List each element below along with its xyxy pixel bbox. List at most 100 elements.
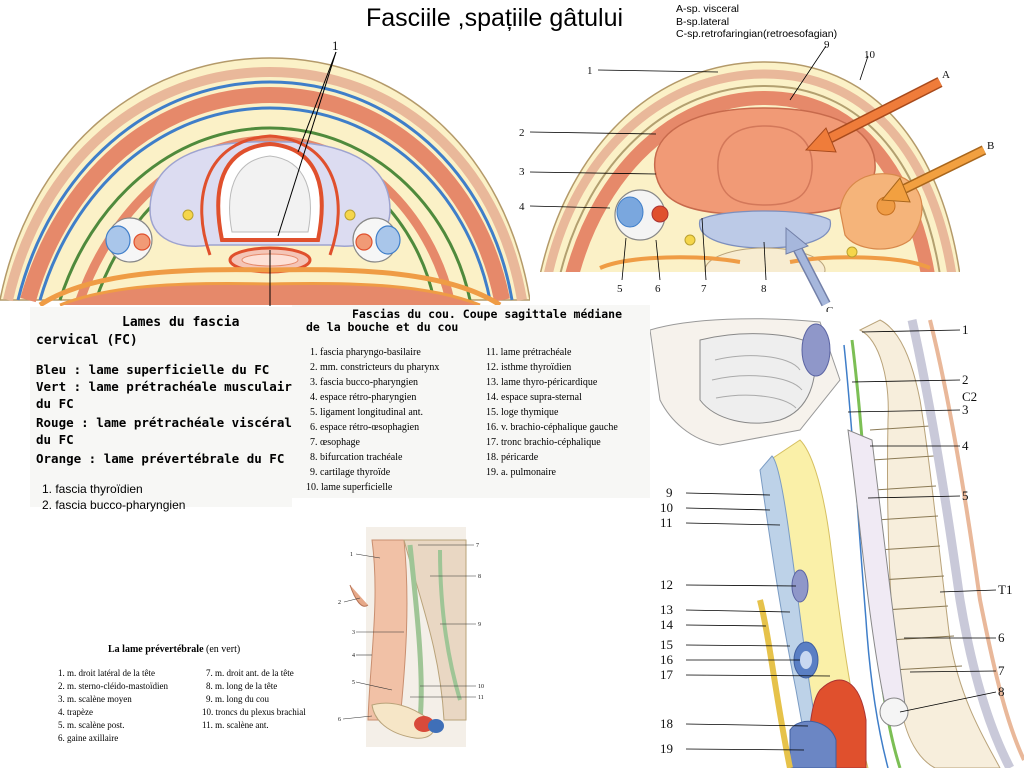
sagittal-legend-item: 8. bifurcation trachéale xyxy=(310,452,403,463)
spaces-label-10: 10 xyxy=(864,49,876,61)
spaces-label-8: 8 xyxy=(761,283,767,295)
sagittal-label-19: 19 xyxy=(660,741,673,756)
sagittal-legend-item: 18. péricarde xyxy=(486,452,539,463)
prevertebral-fig-label: 4 xyxy=(352,653,355,659)
prevertebral-legend-item: 10. troncs du plexus brachial xyxy=(202,707,306,717)
prevertebral-legend-title-bold: La lame prévertébrale xyxy=(108,644,204,655)
fascia-layers-legend: Lames du fascia cervical (FC) Bleu : lam… xyxy=(30,307,299,512)
prevertebral-fig-label: 9 xyxy=(478,622,481,628)
prevertebral-fig-label: 7 xyxy=(476,543,479,549)
sagittal-legend-item: 5. ligament longitudinal ant. xyxy=(310,407,424,418)
prevertebral-legend-item: 2. m. sterno-cléido-mastoïdien xyxy=(58,681,168,691)
spaces-label-2: 2 xyxy=(519,127,525,139)
sagittal-label-9: 9 xyxy=(666,485,673,500)
sagittal-legend-item: 9. cartilage thyroïde xyxy=(310,467,391,478)
sagittal-label-c2: C2 xyxy=(962,389,977,404)
sagittal-label-2: 2 xyxy=(962,372,969,387)
spaces-label-7: 7 xyxy=(701,283,707,295)
sagittal-label-t1: T1 xyxy=(998,582,1012,597)
prevertebral-legend-item: 9. m. long du cou xyxy=(206,694,269,704)
sagittal-legend-item: 3. fascia bucco-pharyngien xyxy=(310,377,419,388)
fascia-legend-line: Bleu : lame superficielle du FC xyxy=(36,362,270,377)
sagittal-legend-item: 4. espace rétro-pharyngien xyxy=(310,392,417,403)
spaces-label-3: 3 xyxy=(519,166,525,178)
fascia-legend-item: 1. fascia thyroïdien xyxy=(42,482,143,496)
sagittal-label-17: 17 xyxy=(660,667,674,682)
prevertebral-legend-item: 8. m. long de la tête xyxy=(206,681,278,691)
legend-item-lateral: B-sp.lateral xyxy=(676,15,730,28)
left-section-label-1: 1 xyxy=(332,38,339,53)
prevertebral-fig-label: 2 xyxy=(338,600,341,606)
spaces-label-4: 4 xyxy=(519,201,525,213)
fascia-legend-title-line2: cervical (FC) xyxy=(36,333,138,348)
sagittal-legend-item: 16. v. brachio-céphalique gauche xyxy=(486,422,618,433)
sagittal-label-13: 13 xyxy=(660,602,673,617)
arrow-retropharyngeal-space xyxy=(785,226,831,307)
sagittal-legend-title-line2: de la bouche et du cou xyxy=(306,320,459,334)
prevertebral-legend-title-rest: (en vert) xyxy=(203,644,241,655)
prevertebral-fig-label: 3 xyxy=(352,630,355,636)
sagittal-label-5: 5 xyxy=(962,488,969,503)
prevertebral-legend-item: 1. m. droit latéral de la tête xyxy=(58,668,155,678)
sagittal-label-1: 1 xyxy=(962,322,969,337)
prevertebral-fig-label: 6 xyxy=(338,717,341,723)
fascia-legend-line: Orange : lame prévertébrale du FC xyxy=(36,451,285,466)
sagittal-legend-item: 2. mm. constricteurs du pharynx xyxy=(310,362,440,373)
spaces-legend: A-sp. visceral B-sp.lateral C-sp.retrofa… xyxy=(676,3,837,41)
sagittal-section-figure: 9 10 11 12 13 14 15 16 17 18 19 1 2 C2 3… xyxy=(650,312,1024,768)
sagittal-label-11: 11 xyxy=(660,515,673,530)
arrow-label-b: B xyxy=(987,140,994,152)
sagittal-label-6: 6 xyxy=(998,630,1005,645)
sagittal-legend-title-line1: Fascias du cou. Coupe sagittale médiane xyxy=(352,307,623,321)
sagittal-legend: Fascias du cou. Coupe sagittale médiane … xyxy=(292,305,650,498)
sagittal-legend-item: 17. tronc brachio-céphalique xyxy=(486,437,601,448)
prevertebral-legend-item: 5. m. scalène post. xyxy=(58,720,125,730)
sagittal-label-4: 4 xyxy=(962,438,969,453)
legend-item-visceral: A-sp. visceral xyxy=(676,3,740,15)
prevertebral-legend-item: 11. m. scalène ant. xyxy=(202,720,269,730)
prevertebral-fig-label: 8 xyxy=(478,574,481,580)
sagittal-label-18: 18 xyxy=(660,716,673,731)
sagittal-label-15: 15 xyxy=(660,637,673,652)
cross-section-neck-spaces: 1 2 3 4 9 10 5 6 7 8 A B C xyxy=(519,39,994,317)
sagittal-legend-item: 6. espace rétro-œsophagien xyxy=(310,422,420,433)
arrow-label-a: A xyxy=(942,69,950,81)
sagittal-legend-item: 14. espace supra-sternal xyxy=(486,392,582,403)
pretracheal-muscular-layer-line xyxy=(58,126,472,301)
prevertebral-legend-title: La lame prévertébrale (en vert) xyxy=(108,644,240,655)
legend-item-retropharyngeal: C-sp.retrofaringian(retroesofagian) xyxy=(676,28,838,40)
prevertebral-fig-label: 11 xyxy=(478,695,484,701)
fascia-legend-item: 2. fascia bucco-pharyngien xyxy=(42,498,186,512)
sagittal-label-8: 8 xyxy=(998,684,1005,699)
sagittal-label-14: 14 xyxy=(660,617,674,632)
fascia-legend-title-line1: Lames du fascia xyxy=(122,315,240,330)
spaces-label-6: 6 xyxy=(655,283,661,295)
sagittal-legend-item: 19. a. pulmonaire xyxy=(486,467,556,478)
sagittal-legend-item: 11. lame prétrachéale xyxy=(486,347,572,358)
prevertebral-layer-figure: 1 2 3 4 5 6 7 8 9 10 11 xyxy=(338,527,484,747)
superficial-layer-line xyxy=(16,80,514,301)
sagittal-label-16: 16 xyxy=(660,652,674,667)
sagittal-label-3: 3 xyxy=(962,402,969,417)
fascia-legend-line: du FC xyxy=(36,396,74,411)
prevertebral-legend-item: 7. m. droit ant. de la tête xyxy=(206,668,294,678)
fascia-legend-line: du FC xyxy=(36,432,74,447)
arrow-label-c: C xyxy=(826,305,833,317)
prevertebral-fig-label: 1 xyxy=(350,552,353,558)
sagittal-label-7: 7 xyxy=(998,663,1005,678)
spaces-label-9: 9 xyxy=(824,39,830,51)
fascia-legend-line: Rouge : lame prétrachéale viscérale xyxy=(36,415,300,430)
prevertebral-legend-item: 6. gaine axillaire xyxy=(58,733,119,743)
prevertebral-legend: La lame prévertébrale (en vert) 1. m. dr… xyxy=(52,640,352,750)
spaces-label-5: 5 xyxy=(617,283,623,295)
sagittal-legend-item: 10. lame superficielle xyxy=(306,482,393,493)
pretracheal-visceral-layer-line xyxy=(200,134,340,256)
fascia-legend-line: Vert : lame prétrachéale musculaire xyxy=(36,379,300,394)
prevertebral-fig-label: 5 xyxy=(352,680,355,686)
slide-title: Fasciile ,spațiile gâtului xyxy=(366,4,624,32)
sagittal-legend-item: 13. lame thyro-péricardique xyxy=(486,377,598,388)
sagittal-label-10: 10 xyxy=(660,500,673,515)
arrow-lateral-space xyxy=(881,145,987,203)
prevertebral-fig-label: 10 xyxy=(478,684,484,690)
cross-section-fascia-layers: 1 xyxy=(0,38,530,306)
